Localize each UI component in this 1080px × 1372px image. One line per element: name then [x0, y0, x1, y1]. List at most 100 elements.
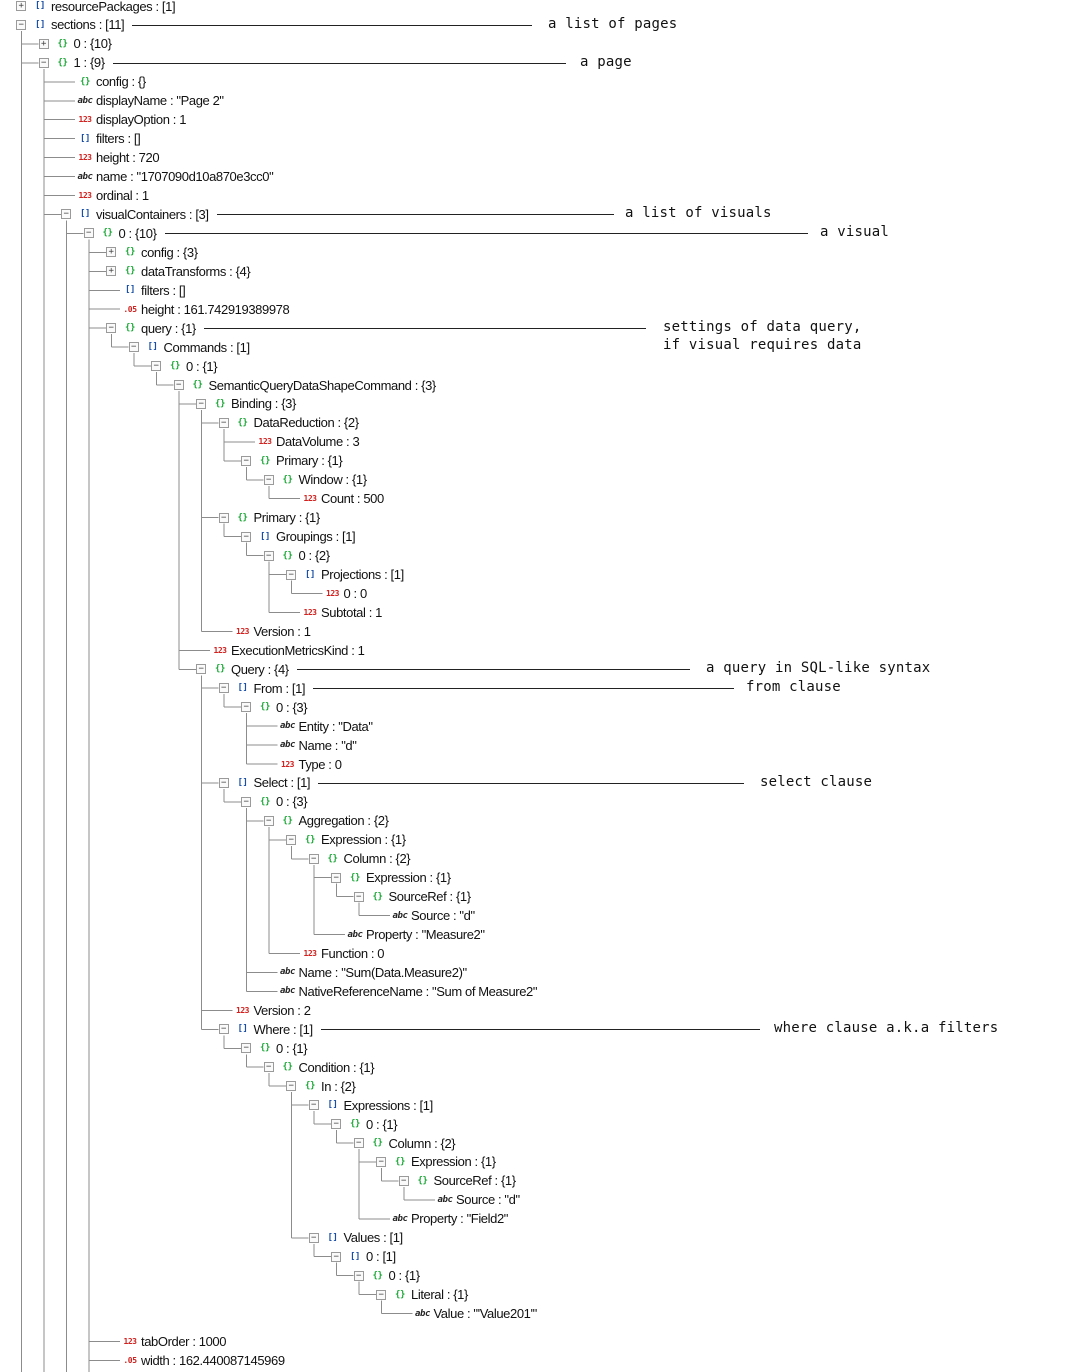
expand-icon[interactable]: + — [106, 266, 116, 277]
collapse-icon[interactable]: − — [106, 323, 116, 334]
collapse-icon[interactable]: − — [128, 342, 139, 353]
tree-node[interactable]: −{}SourceRef : {1} — [353, 888, 471, 906]
tree-node[interactable]: −{}0 : {1} — [353, 1267, 420, 1285]
tree-node[interactable]: −{}0 : {3} — [241, 793, 308, 811]
tree-node[interactable]: []filters : [] — [106, 281, 186, 299]
collapse-icon[interactable]: − — [263, 550, 274, 561]
collapse-icon[interactable]: − — [16, 19, 26, 30]
tree-node[interactable]: −[]Where : [1] — [218, 1020, 313, 1038]
collapse-icon[interactable]: − — [196, 398, 206, 409]
collapse-icon[interactable]: − — [353, 891, 364, 902]
expand-icon[interactable]: + — [106, 247, 116, 258]
tree-node[interactable]: −{}Expression : {1} — [286, 831, 406, 849]
tree-node[interactable]: −{}Expression : {1} — [376, 1153, 496, 1171]
tree-node[interactable]: −{}0 : {1} — [241, 1039, 308, 1057]
collapse-icon[interactable]: − — [38, 57, 49, 68]
collapse-icon[interactable]: − — [263, 1062, 274, 1073]
collapse-icon[interactable]: − — [218, 417, 229, 428]
tree-node[interactable]: −{}Literal : {1} — [376, 1286, 468, 1304]
collapse-icon[interactable]: − — [331, 1119, 341, 1130]
collapse-icon[interactable]: − — [218, 777, 229, 788]
tree-node[interactable]: −[]Values : [1] — [308, 1229, 403, 1247]
tree-node[interactable]: −{}Window : {1} — [263, 471, 367, 489]
tree-node[interactable]: −{}0 : {10} — [83, 224, 157, 242]
tree-node[interactable]: −{}Column : {2} — [353, 1134, 456, 1152]
tree-node[interactable]: −{}SemanticQueryDataShapeCommand : {3} — [173, 376, 436, 394]
tree-node[interactable]: −[]sections : [11] — [16, 16, 125, 34]
collapse-icon[interactable]: − — [353, 1270, 364, 1281]
tree-node[interactable]: −{}query : {1} — [106, 319, 196, 337]
tree-node[interactable]: −{}0 : {1} — [331, 1115, 398, 1133]
collapse-icon[interactable]: − — [151, 361, 161, 372]
collapse-icon[interactable]: − — [218, 683, 229, 694]
collapse-icon[interactable]: − — [263, 815, 274, 826]
tree-node[interactable]: −{}Expression : {1} — [331, 869, 451, 887]
expand-icon[interactable]: + — [38, 38, 49, 49]
tree-node[interactable]: −{}Column : {2} — [308, 850, 411, 868]
tree-node[interactable]: −{}Primary : {1} — [218, 509, 320, 527]
collapse-icon[interactable]: − — [331, 1251, 341, 1262]
collapse-icon[interactable]: − — [241, 796, 251, 807]
collapse-icon[interactable]: − — [218, 1024, 229, 1035]
tree-node[interactable]: −[]Groupings : [1] — [241, 528, 356, 546]
collapse-icon[interactable]: − — [61, 209, 71, 220]
collapse-icon[interactable]: − — [308, 853, 319, 864]
tree-node[interactable]: −{}Primary : {1} — [241, 452, 343, 470]
collapse-icon[interactable]: − — [286, 569, 296, 580]
tree-node[interactable]: −[]visualContainers : [3] — [61, 205, 209, 223]
tree-node[interactable]: +{}config : {3} — [106, 243, 198, 261]
collapse-icon[interactable]: − — [218, 512, 229, 523]
tree-node[interactable]: +{}dataTransforms : {4} — [106, 262, 251, 280]
collapse-icon[interactable]: − — [398, 1175, 409, 1186]
collapse-icon[interactable]: − — [173, 380, 184, 390]
tree-node[interactable]: −{}In : {2} — [286, 1077, 356, 1095]
tree-node[interactable]: +{}0 : {10} — [38, 35, 112, 53]
tree-node[interactable]: −[]0 : [1] — [331, 1248, 396, 1266]
collapse-icon[interactable]: − — [83, 228, 94, 239]
collapse-icon[interactable]: − — [376, 1289, 386, 1300]
tree-node[interactable]: −{}DataReduction : {2} — [218, 414, 359, 432]
tree-node[interactable]: −{}SourceRef : {1} — [398, 1172, 516, 1190]
collapse-icon[interactable]: − — [331, 872, 341, 883]
collapse-icon[interactable]: − — [241, 455, 251, 466]
tree-node[interactable]: []filters : [] — [61, 130, 141, 148]
tree-node[interactable]: −{}Binding : {3} — [196, 395, 296, 413]
tree-node[interactable]: −[]Commands : [1] — [128, 338, 250, 356]
collapse-icon[interactable]: − — [286, 1081, 296, 1092]
tree-node[interactable]: {}config : {} — [61, 73, 146, 91]
tree-node[interactable]: −{}0 : {1} — [151, 357, 218, 375]
collapse-icon[interactable]: − — [241, 702, 251, 713]
collapse-icon[interactable]: − — [196, 664, 206, 675]
tree-node[interactable]: −{}Query : {4} — [196, 660, 289, 678]
tree-node[interactable]: −{}Condition : {1} — [263, 1058, 375, 1076]
tree-node[interactable]: −{}Aggregation : {2} — [263, 812, 389, 830]
collapse-icon[interactable]: − — [376, 1156, 386, 1167]
collapse-icon[interactable]: − — [308, 1100, 319, 1111]
collapse-icon[interactable]: − — [263, 474, 274, 485]
expand-icon[interactable]: + — [16, 1, 26, 11]
tree-node[interactable]: −[]Select : [1] — [218, 774, 311, 792]
tree-node[interactable]: −[]Expressions : [1] — [308, 1096, 433, 1114]
collapse-icon[interactable]: − — [241, 1043, 251, 1054]
